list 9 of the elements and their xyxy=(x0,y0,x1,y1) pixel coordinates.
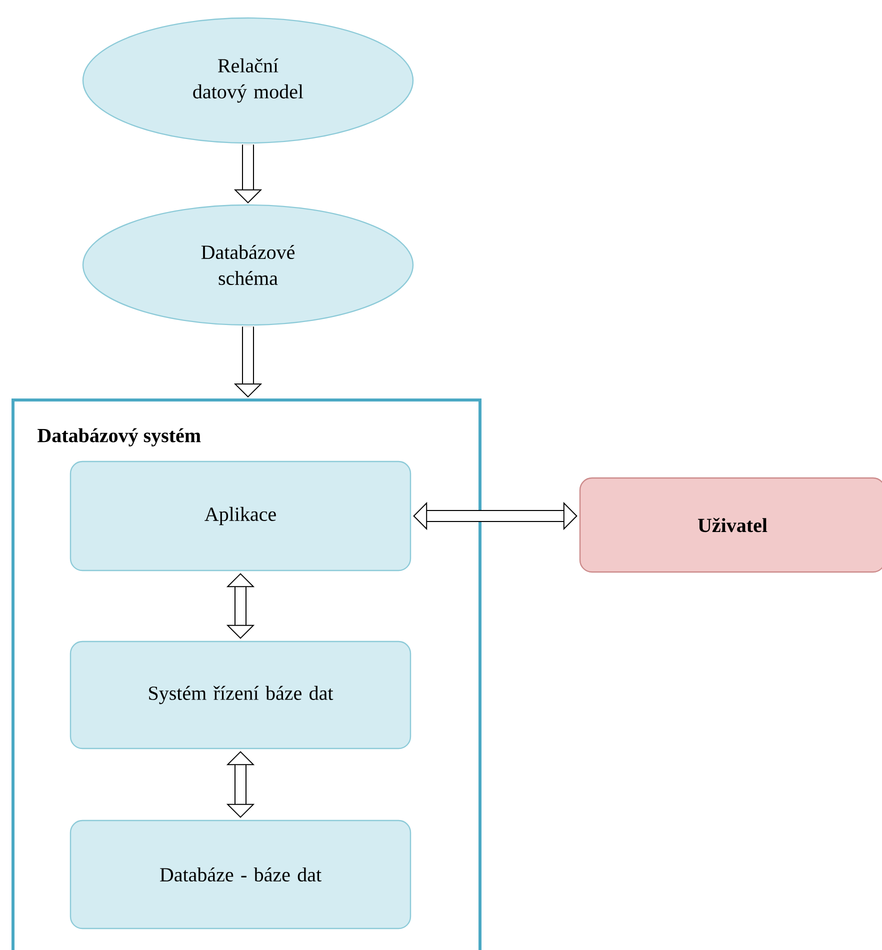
block-arrow xyxy=(226,573,255,639)
ellipse-node: Databázové schéma xyxy=(82,204,414,326)
block-arrow xyxy=(413,502,578,530)
process-box: Databáze - báze dat xyxy=(70,820,412,930)
process-box: Aplikace xyxy=(70,460,412,572)
process-box: Systém řízení báze dat xyxy=(70,640,412,750)
block-arrow xyxy=(226,751,255,818)
ellipse-node: Relační datový model xyxy=(82,17,414,144)
user-box: Uživatel xyxy=(579,477,882,573)
